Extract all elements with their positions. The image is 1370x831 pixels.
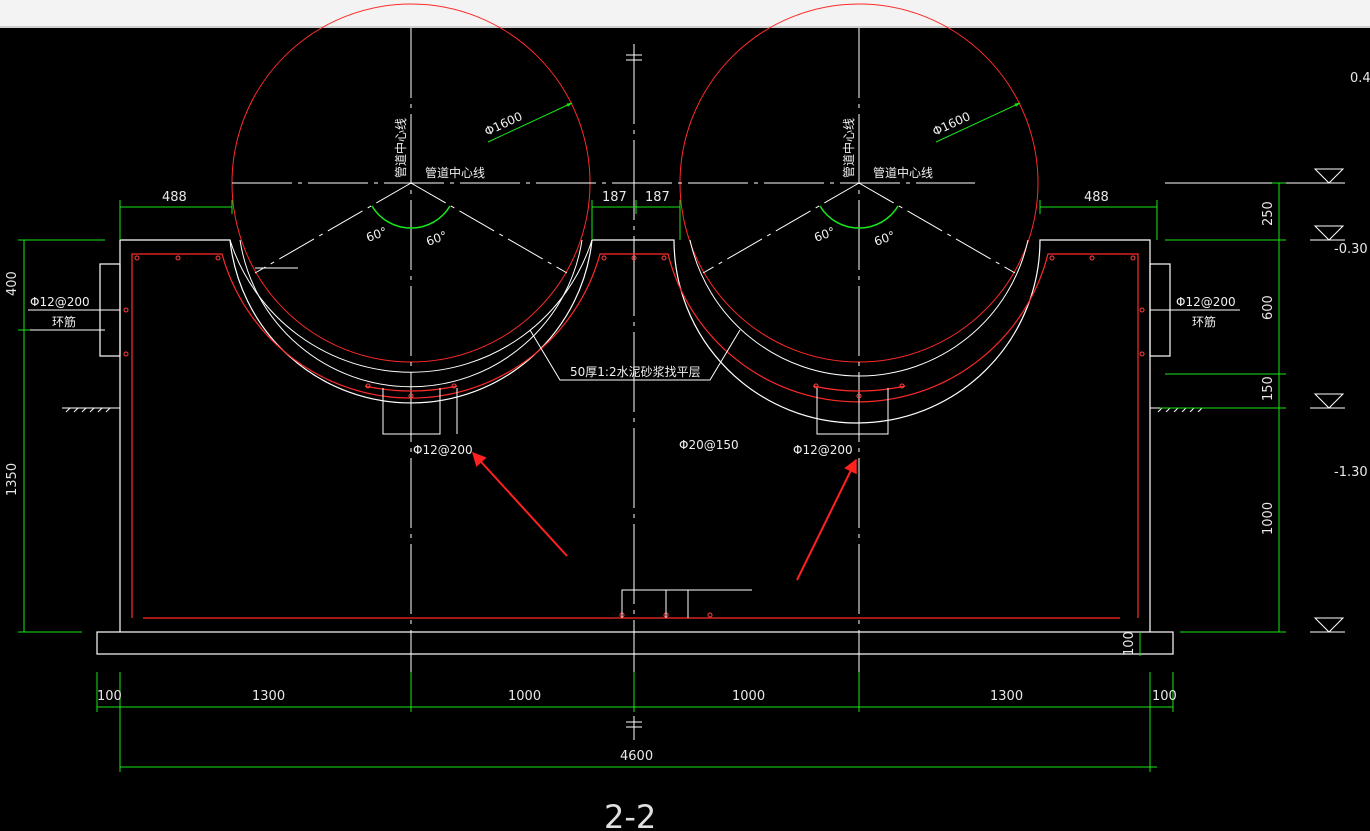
highlight-arrows [472, 451, 857, 581]
pipe-right-rebar: Φ12@200 [793, 443, 853, 457]
rebar-lines [131, 253, 1139, 619]
svg-text:100: 100 [1152, 689, 1177, 704]
svg-text:1000: 1000 [508, 689, 541, 704]
svg-text:150: 150 [1261, 376, 1276, 401]
pipe-right-diameter: Φ1600 [930, 109, 972, 139]
svg-text:400: 400 [5, 271, 20, 296]
pipe-right-centerline-h: 管道中心线 [873, 165, 933, 180]
svg-text:100: 100 [1122, 631, 1137, 656]
side-left-rebar: Φ12@200 [30, 295, 90, 309]
dimension-texts: 488 187 187 488 400 1350 250 600 150 100… [5, 71, 1370, 764]
svg-text:488: 488 [162, 190, 187, 205]
svg-text:100: 100 [97, 689, 122, 704]
svg-text:187: 187 [645, 190, 670, 205]
svg-text:1300: 1300 [990, 689, 1023, 704]
svg-text:488: 488 [1084, 190, 1109, 205]
centerlines [232, 28, 1310, 740]
toolbar-strip [0, 0, 1370, 28]
pipe-left-diameter: Φ1600 [482, 109, 524, 139]
ground-hatch [62, 407, 1210, 413]
base-slab [96, 631, 1174, 655]
pipe-right-angle-right: 60° [872, 228, 897, 248]
svg-text:-0.30: -0.30 [1334, 242, 1368, 257]
pipe-left-rebar: Φ12@200 [413, 443, 473, 457]
elevation-markers [1310, 168, 1345, 633]
svg-text:4600: 4600 [620, 749, 653, 764]
angle-rays [254, 182, 1016, 274]
pipe-right-centerline-v: 管道中心线 [841, 118, 856, 178]
side-left-ring: 环筋 [52, 314, 76, 329]
rebar-dots [123, 255, 1145, 618]
mortar-layer-label: 50厚1:2水泥砂浆找平层 [570, 364, 701, 379]
svg-text:1000: 1000 [1261, 502, 1276, 535]
arrow-right [796, 458, 857, 581]
side-right-ring: 环筋 [1192, 314, 1216, 329]
main-rebar-label: Φ20@150 [679, 438, 739, 452]
section-title: 2-2 [604, 798, 656, 831]
svg-text:-1.30: -1.30 [1334, 465, 1368, 480]
svg-text:1350: 1350 [5, 463, 20, 496]
pipe-left-centerline-v: 管道中心线 [393, 118, 408, 178]
svg-text:250: 250 [1261, 201, 1276, 226]
mortar-layer [239, 239, 1029, 388]
drawing-labels: Φ1600 Φ1600 管道中心线 管道中心线 管道中心线 管道中心线 60° … [30, 109, 1236, 457]
svg-text:1300: 1300 [252, 689, 285, 704]
concrete-outline [96, 239, 1174, 655]
pipe-left-angle-left: 60° [364, 224, 389, 244]
svg-text:187: 187 [602, 190, 627, 205]
leader-lines [28, 309, 1240, 618]
angle-arcs [371, 205, 899, 229]
svg-text:0.4: 0.4 [1350, 71, 1370, 86]
svg-text:600: 600 [1261, 295, 1276, 320]
pipe-right-angle-left: 60° [812, 224, 837, 244]
dimension-lines [18, 102, 1286, 772]
arrow-left [472, 451, 568, 557]
pipe-left-centerline-h: 管道中心线 [425, 165, 485, 180]
svg-text:1000: 1000 [732, 689, 765, 704]
pipe-left-angle-right: 60° [424, 228, 449, 248]
side-right-rebar: Φ12@200 [1176, 295, 1236, 309]
